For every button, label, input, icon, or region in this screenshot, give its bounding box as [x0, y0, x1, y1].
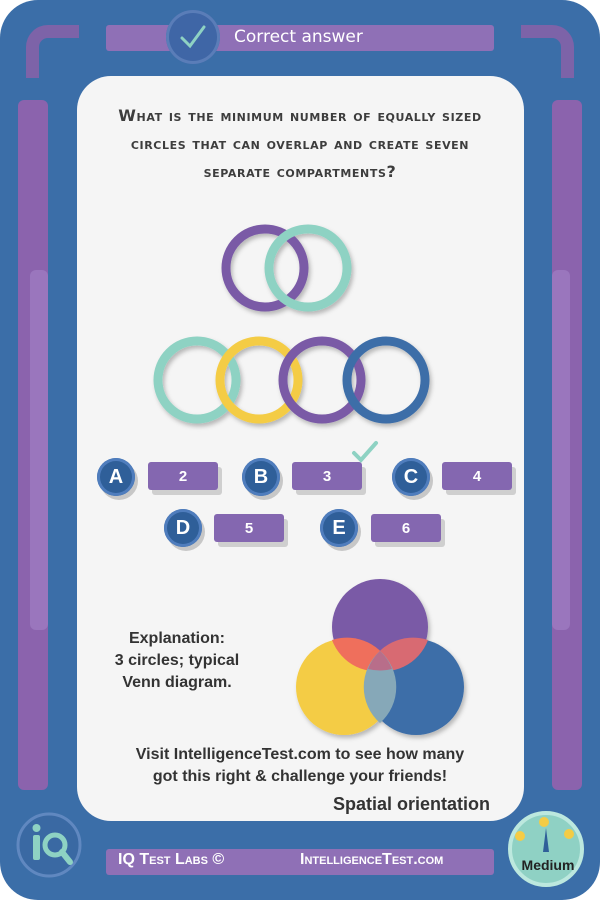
ring-blue [342, 336, 430, 424]
venn-overlap-center [368, 651, 392, 671]
option-a-letter: A [108, 465, 124, 488]
corner-top-right [521, 25, 574, 78]
option-a-badge[interactable]: A [97, 458, 135, 496]
option-d-letter: D [175, 516, 191, 539]
explanation-line-1: 3 circles; typical [114, 652, 240, 669]
visit-message: Visit IntelligenceTest.com to see how ma… [96, 744, 504, 788]
option-e-button[interactable]: 6 [371, 514, 441, 542]
visit-line-1: Visit IntelligenceTest.com to see how ma… [135, 746, 465, 763]
corner-top-left [26, 25, 79, 78]
option-d-value: 5 [244, 519, 254, 537]
sad-face-icon [564, 829, 574, 839]
option-e-badge[interactable]: E [320, 509, 358, 547]
option-b-letter: B [253, 465, 269, 488]
correct-badge [166, 10, 220, 64]
option-c-value: 4 [472, 467, 482, 485]
four-rings-figure [153, 336, 430, 424]
option-b-button[interactable]: 3 [292, 462, 362, 490]
difficulty-gauge [508, 811, 584, 887]
venn-diagram [296, 579, 464, 735]
magnifier-icon [42, 832, 68, 858]
question-text: What is the minimum number of equally si… [118, 106, 482, 181]
ring-purple [278, 336, 366, 424]
happy-face-icon [515, 831, 525, 841]
footer-bar [106, 849, 494, 875]
two-rings-figure [221, 224, 352, 312]
brand-name: IQ Test Labs © [118, 851, 225, 868]
gauge-needle [543, 828, 549, 852]
option-b-value: 3 [322, 467, 332, 485]
ring-yellow [215, 336, 303, 424]
right-rail-highlight [552, 270, 570, 630]
option-c-letter: C [403, 465, 419, 488]
visit-line-2: got this right & challenge your friends! [152, 768, 448, 785]
explanation-line-2: Venn diagram. [122, 674, 232, 691]
option-e-value: 6 [401, 519, 411, 537]
logo-graphic [16, 812, 82, 878]
site-link[interactable]: IntelligenceTest.com [300, 851, 444, 868]
explanation-title: Explanation: [128, 630, 225, 647]
ring-purple-top [221, 224, 309, 312]
neutral-face-icon [539, 817, 549, 827]
option-e-letter: E [332, 516, 346, 539]
option-a-value: 2 [178, 467, 188, 485]
correct-answer-check-icon [352, 441, 378, 463]
check-icon [180, 25, 206, 49]
option-d-button[interactable]: 5 [214, 514, 284, 542]
difficulty-label: Medium [521, 857, 575, 873]
option-a-button[interactable]: 2 [148, 462, 218, 490]
ring-teal [153, 336, 241, 424]
category-label: Spatial orientation [332, 794, 490, 814]
option-c-button[interactable]: 4 [442, 462, 512, 490]
explanation-text: Explanation: 3 circles; typical Venn dia… [102, 628, 252, 694]
status-text: Correct answer [234, 27, 363, 47]
option-c-badge[interactable]: C [392, 458, 430, 496]
left-rail-highlight [30, 270, 48, 630]
ring-teal-top [264, 224, 352, 312]
option-d-badge[interactable]: D [164, 509, 202, 547]
option-b-badge[interactable]: B [242, 458, 280, 496]
